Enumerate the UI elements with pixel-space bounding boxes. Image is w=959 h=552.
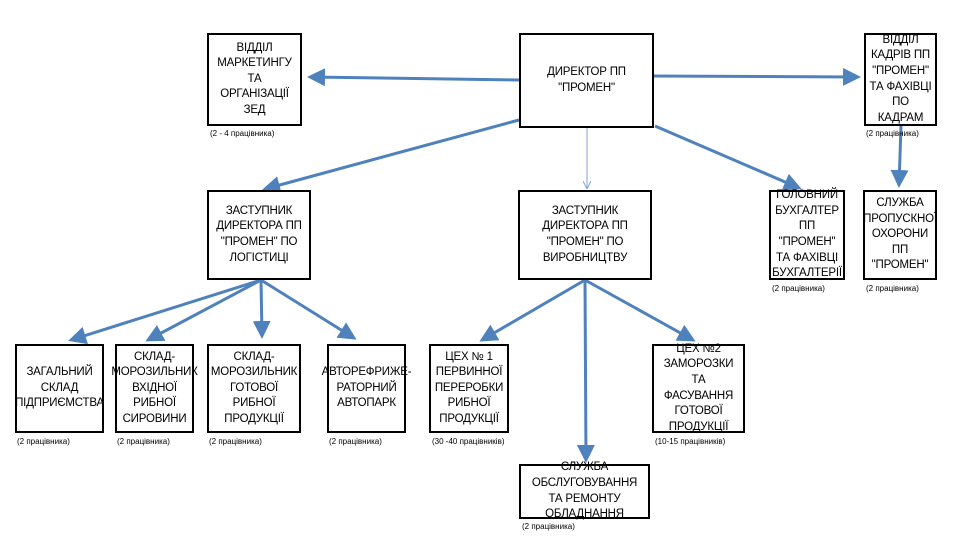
node-shop2: ЦЕХ №2 ЗАМОРОЗКИ ТА ФАСУВАННЯ ГОТОВОЇ ПР… bbox=[652, 342, 745, 433]
node-maintenance-note: (2 працівника) bbox=[522, 522, 575, 531]
node-security: СЛУЖБА ПРОПУСКНОЇ ОХОРОНИ ПП "ПРОМЕН" bbox=[863, 190, 937, 280]
node-finished-freezer-label: СКЛАД-МОРОЗИЛЬНИК ГОТОВОЇ РИБНОЇ ПРОДУКЦ… bbox=[210, 350, 298, 425]
node-general-warehouse-label: ЗАГАЛЬНИЙ СКЛАД ПІДПРИЄМСТВА bbox=[15, 366, 104, 410]
node-shop1: ЦЕХ № 1 ПЕРВИННОЇ ПЕРЕРОБКИ РИБНОЇ ПРОДУ… bbox=[429, 344, 509, 433]
arrow-production-maintenance bbox=[576, 279, 595, 463]
arrow-logistics-general-warehouse bbox=[68, 278, 262, 345]
arrow-director-chief-accountant bbox=[654, 124, 802, 191]
arrow-hr-security bbox=[890, 125, 909, 188]
node-marketing-label: ВІДДІЛ МАРКЕТИНГУ ТА ОРГАНІЗАЦІЇ ЗЕД bbox=[217, 41, 292, 116]
node-general-warehouse-note: (2 працівника) bbox=[17, 437, 70, 446]
arrow-logistics-raw-freezer bbox=[145, 278, 262, 342]
arrow-production-shop2 bbox=[584, 278, 696, 342]
node-hr: ВІДДІЛ КАДРІВ ПП "ПРОМЕН" ТА ФАХІВЦІ ПО … bbox=[864, 33, 937, 126]
node-raw-freezer: СКЛАД-МОРОЗИЛЬНИК ВХІДНОЇ РИБНОЇ СИРОВИН… bbox=[111, 344, 198, 433]
node-maintenance-label: СЛУЖБА ОБСЛУГОВУВАННЯ ТА РЕМОНТУ ОБЛАДНА… bbox=[531, 461, 638, 521]
arrow-director-hr bbox=[650, 67, 861, 86]
node-raw-freezer-label: СКЛАД-МОРОЗИЛЬНИК ВХІДНОЇ РИБНОЇ СИРОВИН… bbox=[111, 350, 198, 425]
node-maintenance: СЛУЖБА ОБСЛУГОВУВАННЯ ТА РЕМОНТУ ОБЛАДНА… bbox=[519, 461, 650, 520]
node-marketing-note: (2 - 4 працівника) bbox=[210, 129, 275, 138]
node-shop1-note: (30 -40 працівників) bbox=[432, 437, 505, 446]
node-raw-freezer-note: (2 працівника) bbox=[117, 437, 170, 446]
node-hr-label: ВІДДІЛ КАДРІВ ПП "ПРОМЕН" ТА ФАХІВЦІ ПО … bbox=[869, 33, 932, 124]
arrow-production-shop1 bbox=[479, 278, 586, 342]
node-fleet-label: АВТОРЕФРИЖЕ-РАТОРНИЙ АВТОПАРК bbox=[321, 366, 412, 410]
node-shop2-note: (10-15 працівників) bbox=[655, 437, 726, 446]
node-deputy-logistics: ЗАСТУПНИК ДИРЕКТОРА ПП "ПРОМЕН" ПО ЛОГІС… bbox=[207, 190, 311, 280]
node-hr-note: (2 працівника) bbox=[866, 129, 919, 138]
arrow-director-marketing bbox=[307, 68, 520, 87]
node-marketing: ВІДДІЛ МАРКЕТИНГУ ТА ОРГАНІЗАЦІЇ ЗЕД bbox=[207, 33, 302, 126]
node-director-label: ДИРЕКТОР ПП "ПРОМЕН" bbox=[547, 65, 626, 94]
node-chief-accountant: ГОЛОВНИЙ БУХГАЛТЕР ПП "ПРОМЕН" ТА ФАХІВЦ… bbox=[769, 189, 845, 280]
node-fleet: АВТОРЕФРИЖЕ-РАТОРНИЙ АВТОПАРК bbox=[322, 344, 412, 433]
arrow-director-deputy-logistics bbox=[262, 118, 520, 194]
node-deputy-logistics-label: ЗАСТУПНИК ДИРЕКТОРА ПП "ПРОМЕН" ПО ЛОГІС… bbox=[216, 204, 302, 264]
node-deputy-production: ЗАСТУПНИК ДИРЕКТОРА ПП "ПРОМЕН" ПО ВИРОБ… bbox=[518, 190, 652, 280]
node-deputy-production-label: ЗАСТУПНИК ДИРЕКТОРА ПП "ПРОМЕН" ПО ВИРОБ… bbox=[542, 204, 628, 264]
node-general-warehouse: ЗАГАЛЬНИЙ СКЛАД ПІДПРИЄМСТВА bbox=[15, 344, 104, 433]
node-fleet-note: (2 працівника) bbox=[329, 437, 382, 446]
node-security-label: СЛУЖБА ПРОПУСКНОЇ ОХОРОНИ ПП "ПРОМЕН" bbox=[863, 197, 937, 272]
node-director: ДИРЕКТОР ПП "ПРОМЕН" bbox=[519, 33, 654, 128]
node-shop1-label: ЦЕХ № 1 ПЕРВИННОЇ ПЕРЕРОБКИ РИБНОЇ ПРОДУ… bbox=[434, 350, 504, 425]
arrow-logistics-finished-freezer bbox=[252, 279, 271, 339]
arrow-logistics-fleet bbox=[260, 278, 357, 340]
node-security-note: (2 працівника) bbox=[866, 284, 919, 293]
node-finished-freezer: СКЛАД-МОРОЗИЛЬНИК ГОТОВОЇ РИБНОЇ ПРОДУКЦ… bbox=[207, 344, 301, 433]
node-shop2-label: ЦЕХ №2 ЗАМОРОЗКИ ТА ФАСУВАННЯ ГОТОВОЇ ПР… bbox=[663, 342, 734, 433]
node-finished-freezer-note: (2 працівника) bbox=[209, 437, 262, 446]
node-chief-accountant-label: ГОЛОВНИЙ БУХГАЛТЕР ПП "ПРОМЕН" ТА ФАХІВЦ… bbox=[772, 189, 842, 280]
node-chief-accountant-note: (2 працівника) bbox=[772, 284, 825, 293]
